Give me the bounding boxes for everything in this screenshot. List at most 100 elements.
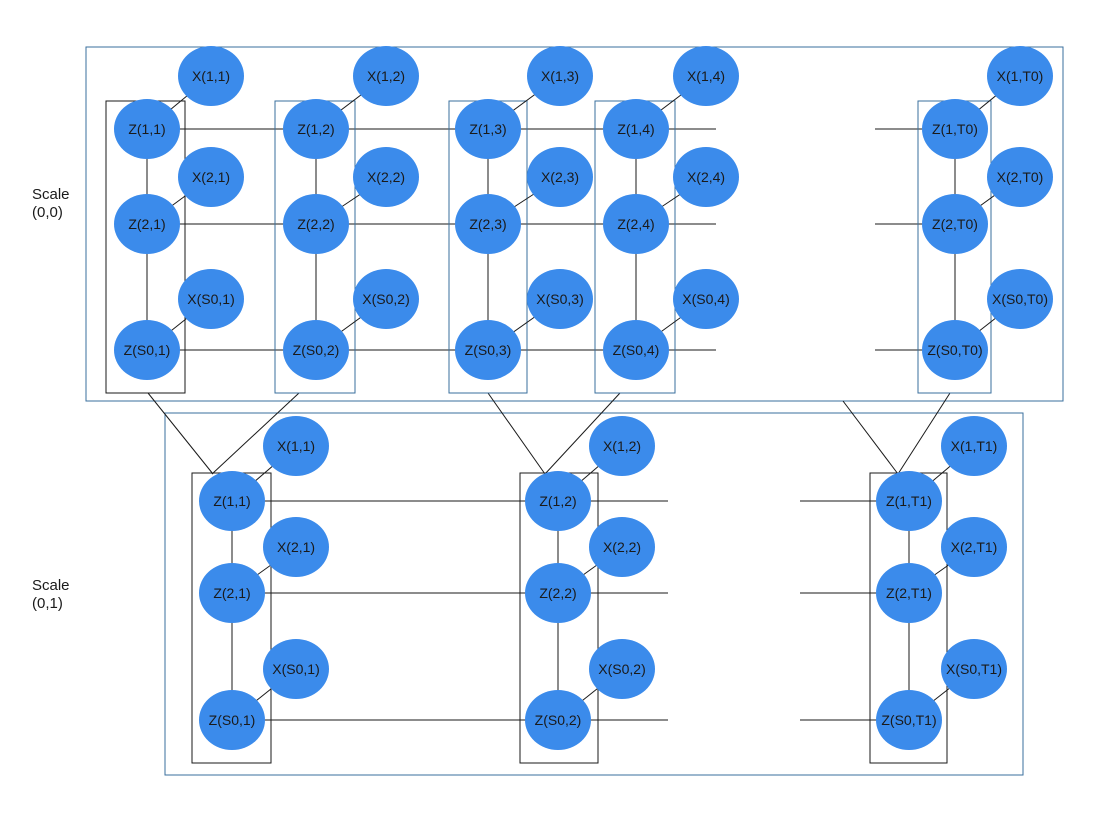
scale-label-0-0-line2: (0,0) bbox=[32, 204, 63, 221]
s1-node-x-2-c1 bbox=[263, 517, 329, 577]
s1-node-x-s0-c2 bbox=[589, 639, 655, 699]
s1-node-z-1-c1 bbox=[199, 471, 265, 531]
inter-scale-edge-6 bbox=[897, 392, 951, 475]
s1-node-x-2-cT-label: X(2,T1) bbox=[951, 539, 998, 555]
s0-node-x-2-c1-label: X(2,1) bbox=[192, 169, 230, 185]
s0-node-z-2-cT-label: Z(2,T0) bbox=[932, 216, 978, 232]
s0-node-z-s0-c3 bbox=[455, 320, 521, 380]
s0-node-x-1-c4 bbox=[673, 46, 739, 106]
s0-node-x-s0-cT bbox=[987, 269, 1053, 329]
s0-node-z-2-c2-label: Z(2,2) bbox=[297, 216, 334, 232]
s1-node-z-2-cT-label: Z(2,T1) bbox=[886, 585, 932, 601]
s0-node-z-1-cT-label: Z(1,T0) bbox=[932, 121, 978, 137]
s0-node-z-2-c4-label: Z(2,4) bbox=[617, 216, 654, 232]
s0-node-x-2-c3-label: X(2,3) bbox=[541, 169, 579, 185]
s0-node-x-s0-c2-label: X(S0,2) bbox=[362, 291, 409, 307]
s0-node-x-1-c1-label: X(1,1) bbox=[192, 68, 230, 84]
s1-node-x-2-cT bbox=[941, 517, 1007, 577]
inter-scale-edge-5 bbox=[842, 400, 899, 475]
scale-label-0-0: Scale (0,0) bbox=[32, 186, 70, 222]
s0-node-z-s0-cT-label: Z(S0,T0) bbox=[927, 342, 982, 358]
s0-node-x-s0-c2 bbox=[353, 269, 419, 329]
s0-node-x-1-cT-label: X(1,T0) bbox=[997, 68, 1044, 84]
scale-0-0-panel bbox=[85, 46, 1064, 402]
s1-node-z-1-c1-label: Z(1,1) bbox=[213, 493, 250, 509]
s1-node-z-2-c1-label: Z(2,1) bbox=[213, 585, 250, 601]
s1-node-x-1-c1-label: X(1,1) bbox=[277, 438, 315, 454]
s0-node-z-s0-c4-label: Z(S0,4) bbox=[613, 342, 660, 358]
s1-node-x-s0-c2-label: X(S0,2) bbox=[598, 661, 645, 677]
s1-node-z-2-c2 bbox=[525, 563, 591, 623]
s0-node-z-1-c3-label: Z(1,3) bbox=[469, 121, 506, 137]
s0-node-x-s0-c1 bbox=[178, 269, 244, 329]
s0-node-z-2-c3-label: Z(2,3) bbox=[469, 216, 506, 232]
s1-node-z-s0-c1 bbox=[199, 690, 265, 750]
s1-node-z-s0-cT-label: Z(S0,T1) bbox=[881, 712, 936, 728]
s0-node-z-1-c2-label: Z(1,2) bbox=[297, 121, 334, 137]
scale-0-1-panel bbox=[164, 412, 1024, 776]
inter-scale-edge-3 bbox=[487, 392, 546, 475]
s0-node-z-2-c1-label: Z(2,1) bbox=[128, 216, 165, 232]
s0-node-x-s0-c1-label: X(S0,1) bbox=[187, 291, 234, 307]
inter-scale-edge-2 bbox=[211, 392, 300, 475]
s0-node-x-s0-cT-label: X(S0,T0) bbox=[992, 291, 1048, 307]
scale-label-0-1-line2: (0,1) bbox=[32, 595, 63, 612]
s1-node-x-1-c1 bbox=[263, 416, 329, 476]
s0-node-x-s0-c4 bbox=[673, 269, 739, 329]
s0-node-z-s0-c3-label: Z(S0,3) bbox=[465, 342, 512, 358]
s1-node-x-s0-c1-label: X(S0,1) bbox=[272, 661, 319, 677]
s1-node-z-s0-cT bbox=[876, 690, 942, 750]
s0-node-x-s0-c4-label: X(S0,4) bbox=[682, 291, 729, 307]
s1-node-x-1-c2 bbox=[589, 416, 655, 476]
s0-node-x-2-c3 bbox=[527, 147, 593, 207]
s0-node-x-1-c1 bbox=[178, 46, 244, 106]
scale-label-0-1: Scale (0,1) bbox=[32, 577, 70, 613]
s0-node-z-1-c1-label: Z(1,1) bbox=[128, 121, 165, 137]
s1-node-x-1-cT bbox=[941, 416, 1007, 476]
s0-node-x-1-cT bbox=[987, 46, 1053, 106]
s0-node-z-1-c3 bbox=[455, 99, 521, 159]
s0-node-z-2-c1 bbox=[114, 194, 180, 254]
s0-node-z-1-c1 bbox=[114, 99, 180, 159]
s0-node-x-1-c3 bbox=[527, 46, 593, 106]
s0-node-x-2-c2 bbox=[353, 147, 419, 207]
s0-node-z-2-c4 bbox=[603, 194, 669, 254]
scale-label-0-0-line1: Scale bbox=[32, 186, 70, 203]
s0-node-z-1-c4 bbox=[603, 99, 669, 159]
s1-node-x-s0-cT bbox=[941, 639, 1007, 699]
s0-node-x-2-cT bbox=[987, 147, 1053, 207]
s1-node-x-1-c2-label: X(1,2) bbox=[603, 438, 641, 454]
s0-node-x-2-c4-label: X(2,4) bbox=[687, 169, 725, 185]
inter-scale-edge-1 bbox=[147, 392, 214, 475]
s1-node-x-2-c1-label: X(2,1) bbox=[277, 539, 315, 555]
s0-node-z-s0-cT bbox=[922, 320, 988, 380]
s1-node-z-s0-c2 bbox=[525, 690, 591, 750]
inter-scale-edge-4 bbox=[544, 392, 621, 475]
s1-node-x-s0-c1 bbox=[263, 639, 329, 699]
s0-node-z-s0-c2 bbox=[283, 320, 349, 380]
s1-node-x-2-c2 bbox=[589, 517, 655, 577]
s0-node-x-2-c4 bbox=[673, 147, 739, 207]
s0-node-x-2-cT-label: X(2,T0) bbox=[997, 169, 1044, 185]
s0-node-z-s0-c1-label: Z(S0,1) bbox=[124, 342, 171, 358]
s1-node-x-s0-cT-label: X(S0,T1) bbox=[946, 661, 1002, 677]
s0-node-z-1-c2 bbox=[283, 99, 349, 159]
s0-node-z-s0-c1 bbox=[114, 320, 180, 380]
s1-node-z-1-c2 bbox=[525, 471, 591, 531]
s0-node-z-1-c4-label: Z(1,4) bbox=[617, 121, 654, 137]
s0-node-x-2-c1 bbox=[178, 147, 244, 207]
s0-node-x-2-c2-label: X(2,2) bbox=[367, 169, 405, 185]
s1-node-z-2-cT bbox=[876, 563, 942, 623]
s0-node-x-1-c3-label: X(1,3) bbox=[541, 68, 579, 84]
s0-node-z-1-cT bbox=[922, 99, 988, 159]
s0-node-z-s0-c2-label: Z(S0,2) bbox=[293, 342, 340, 358]
s1-node-z-1-c2-label: Z(1,2) bbox=[539, 493, 576, 509]
s0-node-z-2-c3 bbox=[455, 194, 521, 254]
s0-node-x-1-c2-label: X(1,2) bbox=[367, 68, 405, 84]
s0-node-x-s0-c3-label: X(S0,3) bbox=[536, 291, 583, 307]
s1-node-z-s0-c2-label: Z(S0,2) bbox=[535, 712, 582, 728]
s0-node-x-1-c2 bbox=[353, 46, 419, 106]
s1-node-z-2-c1 bbox=[199, 563, 265, 623]
s1-node-z-1-cT bbox=[876, 471, 942, 531]
